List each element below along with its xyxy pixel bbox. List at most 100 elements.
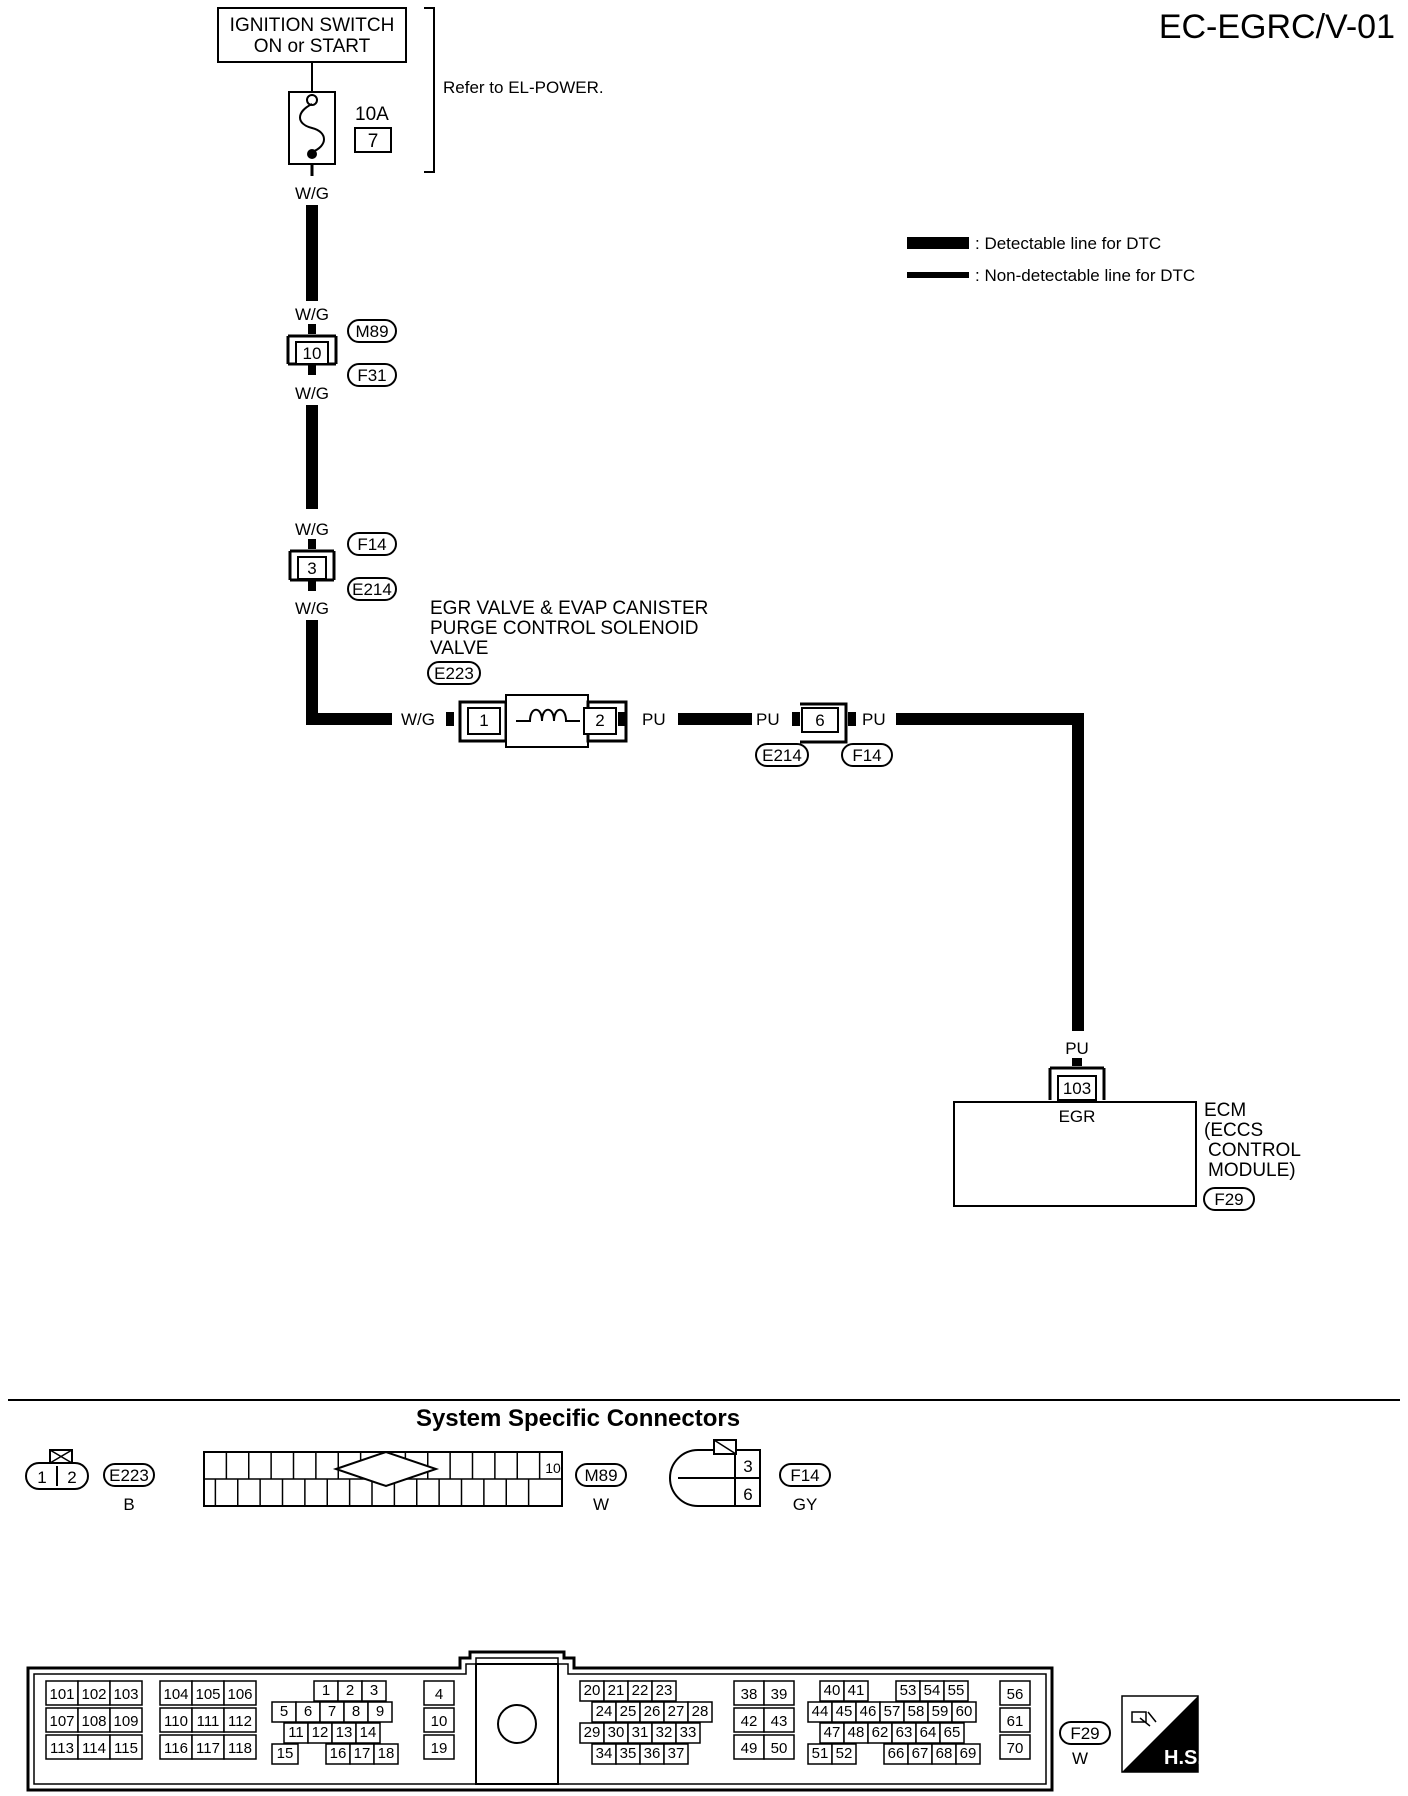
ecm-label-2: (ECCS <box>1204 1120 1263 1141</box>
ecm-pin-label: 41 <box>848 1682 865 1699</box>
ecm-pin-label: 5 <box>280 1703 288 1720</box>
wire-label-wg-4: W/G <box>295 520 329 539</box>
ecm-pin-cell <box>733 1734 765 1760</box>
ecm-pin-cell <box>223 1680 257 1706</box>
ecm-pin-label: 112 <box>228 1713 252 1730</box>
connector-id-f31: F31 <box>357 366 386 385</box>
wire-label-wg-1: W/G <box>295 184 329 203</box>
connector-id-f29: F29 <box>1214 1190 1243 1209</box>
solenoid-pin-1: 1 <box>479 711 488 730</box>
ecm-pin-label: 18 <box>378 1745 395 1762</box>
ecm-pin-label: 103 <box>113 1686 138 1703</box>
ecm-pin-label: 3 <box>370 1682 378 1699</box>
e223-color: B <box>123 1495 134 1514</box>
ecm-pin-label: 28 <box>692 1703 709 1720</box>
ecm-pin-label: 55 <box>948 1682 965 1699</box>
ecm-pin-label: 27 <box>668 1703 685 1720</box>
ecm-pin-label: 65 <box>944 1724 961 1741</box>
fuse-rating: 10A <box>355 104 389 125</box>
ecm-pin-cell <box>223 1707 257 1733</box>
e223-id: E223 <box>109 1466 149 1485</box>
ecm-pin-label: 110 <box>164 1713 188 1730</box>
ecm-pin-label: 36 <box>644 1745 661 1762</box>
fuse-number: 7 <box>368 131 379 152</box>
connector-m89-f31: 10 M89 F31 <box>286 319 397 387</box>
connector-id-m89: M89 <box>355 322 388 341</box>
ecm-pin-cell <box>109 1680 143 1706</box>
ecm-pin-label: 101 <box>49 1686 74 1703</box>
ecm-pin-label: 22 <box>632 1682 649 1699</box>
ecm-pin-label: 113 <box>50 1740 74 1757</box>
ecm-pin-cell <box>999 1707 1031 1733</box>
solenoid-pin-2: 2 <box>595 711 604 730</box>
ecm-pin-cell <box>109 1734 143 1760</box>
ecm-pin-cell <box>763 1734 795 1760</box>
ecm-pin-cell <box>423 1707 455 1733</box>
wire-segment-3 <box>306 620 318 725</box>
wire-label-pu-2: PU <box>756 710 780 729</box>
ecm-pin-label: 10 <box>431 1713 448 1730</box>
fuse-10a: 10A 7 <box>288 62 392 176</box>
page-code: EC-EGRC/V-01 <box>1159 8 1395 46</box>
wire-label-wg-6: W/G <box>401 710 435 729</box>
wire-label-wg-2: W/G <box>295 305 329 324</box>
wire-label-pu-4: PU <box>1065 1039 1089 1058</box>
ecm-pin-label: 68 <box>936 1745 953 1762</box>
ecm-pin-label: 64 <box>920 1724 937 1741</box>
ignition-label-2: ON or START <box>254 36 371 57</box>
f14-pin-6: 6 <box>743 1485 752 1504</box>
ecm-pin-label: 58 <box>908 1703 925 1720</box>
ecm-pin-label: 14 <box>360 1724 377 1741</box>
ecm-pin-label: 52 <box>836 1745 853 1762</box>
e223-pin-2: 2 <box>67 1468 76 1487</box>
pin-103: 103 <box>1063 1079 1091 1098</box>
connector-id-e214-2: E214 <box>762 746 802 765</box>
f29-color: W <box>1072 1749 1088 1768</box>
ecm-pin-cell <box>687 1701 713 1723</box>
ecm-pin-label: 63 <box>896 1724 913 1741</box>
wire-label-wg-3: W/G <box>295 384 329 403</box>
ecm-pin-label: 45 <box>836 1703 853 1720</box>
ecm-pin-label: 42 <box>741 1713 758 1730</box>
ecm-pin-label: 12 <box>312 1724 329 1741</box>
ecm-pin-label: 54 <box>924 1682 941 1699</box>
ecm-pin-cell <box>223 1734 257 1760</box>
ecm-pin-label: 23 <box>656 1682 673 1699</box>
section-title: System Specific Connectors <box>416 1405 740 1432</box>
wire-label-pu-3: PU <box>862 710 886 729</box>
egr-solenoid-valve: 1 2 <box>458 694 628 748</box>
power-bracket <box>424 7 435 173</box>
solenoid-label-1: EGR VALVE & EVAP CANISTER <box>430 598 708 619</box>
ecm-pin-label: 43 <box>771 1713 788 1730</box>
ecm-pin-label: 15 <box>277 1745 294 1762</box>
ecm-pin-label: 2 <box>346 1682 354 1699</box>
ecm-pin-cell <box>367 1701 393 1723</box>
m89-color: W <box>593 1495 609 1514</box>
ecm-pin-cell <box>423 1680 455 1706</box>
ecm-pin-cell <box>843 1680 869 1702</box>
ecm-pin-cell <box>943 1680 969 1702</box>
ecm-pin-label: 39 <box>771 1686 788 1703</box>
ecm-pin-label: 48 <box>848 1724 865 1741</box>
ecm-pin-label: 50 <box>771 1740 788 1757</box>
ecm-pin-label: 60 <box>956 1703 973 1720</box>
refer-note: Refer to EL-POWER. <box>443 78 604 97</box>
f29-id: F29 <box>1070 1724 1099 1743</box>
ecm-pin-label: 20 <box>584 1682 601 1699</box>
ecm-pin-cell <box>361 1680 387 1702</box>
m89-id: M89 <box>584 1466 617 1485</box>
connector-f14-e214: 3 F14 E214 <box>288 532 397 601</box>
connector-id-e214: E214 <box>352 580 392 599</box>
ecm-pin-cell <box>999 1734 1031 1760</box>
ecm-terminal-egr: EGR <box>1059 1107 1096 1126</box>
pin-6: 6 <box>815 711 824 730</box>
ecm-pin-label: 114 <box>82 1740 106 1757</box>
wire-segment-4 <box>306 713 392 725</box>
ecm-pin-cell <box>45 1680 79 1706</box>
ecm-pin-label: 62 <box>872 1724 889 1741</box>
f14-color: GY <box>793 1495 818 1514</box>
connector-id-f14-2: F14 <box>852 746 881 765</box>
m89-pin-10: 10 <box>545 1460 561 1476</box>
wire-segment-2 <box>306 405 318 509</box>
